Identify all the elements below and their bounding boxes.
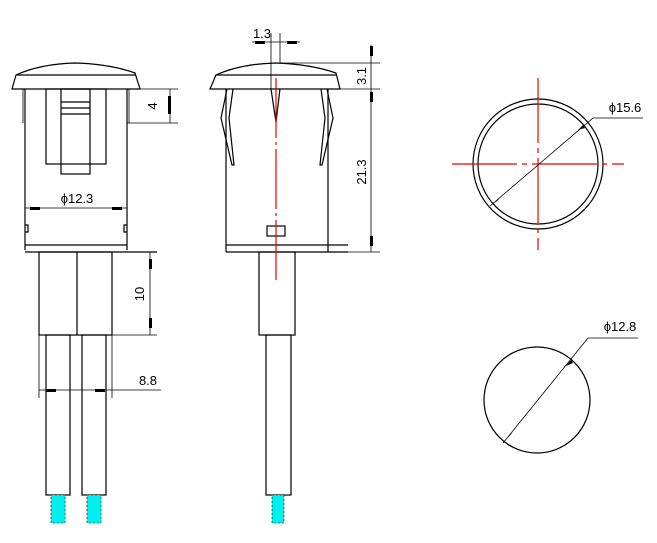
dim-label-cap-height: 3.1 <box>354 67 369 85</box>
dimension-heights: 3.1 21.3 <box>280 45 380 253</box>
wire-tip-left <box>50 494 66 524</box>
wire-tip <box>271 494 285 524</box>
dimension-clip-height: 4 <box>127 88 178 124</box>
dim-label-cap-diameter: ϕ15.6 <box>609 100 642 115</box>
side-view: 1.3 3.1 21.3 <box>209 26 380 524</box>
panel-cutout-view: ϕ12.8 <box>483 319 638 454</box>
dimension-lead-spacing: 8.8 <box>38 335 161 398</box>
spring-clip-left <box>220 88 235 166</box>
cap-dome <box>11 62 141 90</box>
top-view: ϕ15.6 <box>452 78 643 250</box>
dim-label-hole-diameter: ϕ12.8 <box>604 319 637 334</box>
lead-left <box>45 334 71 496</box>
lead-block <box>38 251 113 336</box>
lead-right <box>81 334 107 496</box>
dim-label-clip-height: 4 <box>145 102 160 109</box>
clip-outline <box>45 88 107 165</box>
stem-block <box>258 251 296 336</box>
spring-clip-right <box>319 88 334 166</box>
dimension-lead-block-height: 10 <box>112 252 157 336</box>
cap-dome <box>209 62 341 90</box>
dim-label-slot-width: 1.3 <box>253 26 271 41</box>
dim-label-body-diameter: ϕ12.3 <box>61 191 94 206</box>
front-view: 4 ϕ12.3 10 8.8 <box>11 62 178 524</box>
clip-tab <box>60 88 91 175</box>
dimension-body-diameter: ϕ12.3 <box>25 191 127 210</box>
dim-label-lead-block-height: 10 <box>132 287 147 301</box>
lead <box>265 334 292 496</box>
wire-tip-right <box>86 494 102 524</box>
cutout-circle <box>483 346 591 454</box>
dim-label-body-height: 21.3 <box>354 159 369 184</box>
dim-label-lead-spacing: 8.8 <box>139 373 157 388</box>
dimension-slot-width: 1.3 <box>252 26 300 89</box>
